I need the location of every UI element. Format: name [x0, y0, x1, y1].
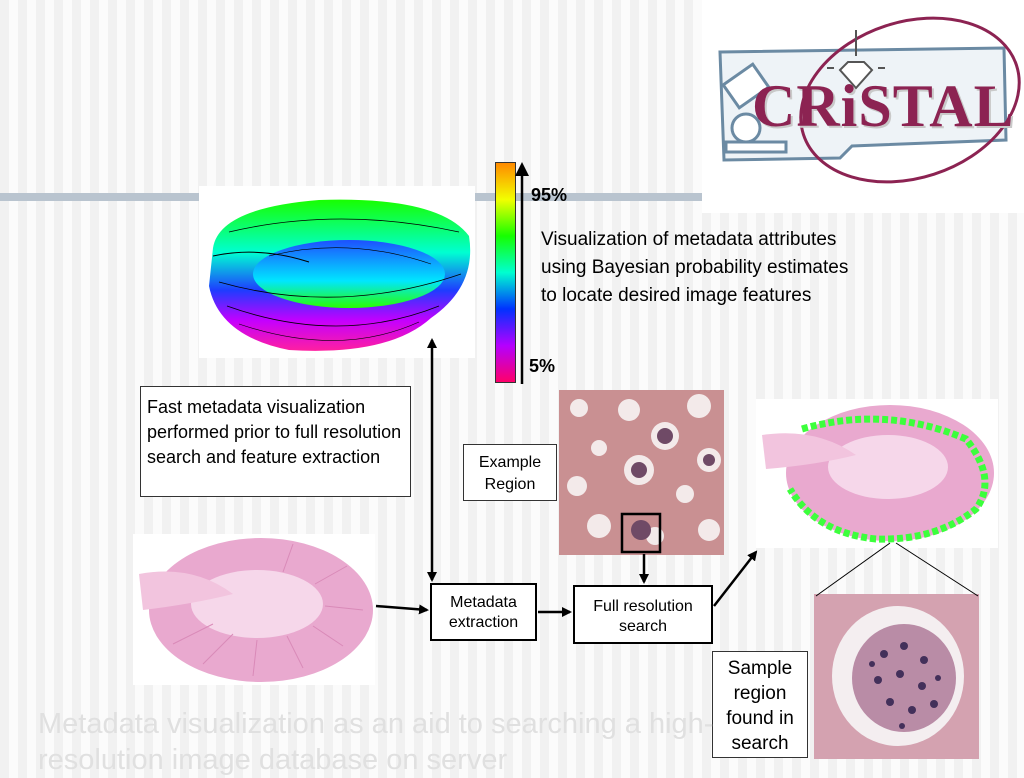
slide-footer-title: Metadata visualization as an aid to sear…: [38, 708, 714, 776]
full-resolution-search-box: Full resolution search: [573, 585, 713, 644]
colorbar-bottom-label: 5%: [529, 356, 556, 376]
zoom-line-right: [895, 542, 979, 597]
visualization-description: Visualization of metadata attributes usi…: [541, 229, 849, 306]
example-region-label: Example Region: [463, 444, 557, 501]
logo-text: CRiSTAL: [752, 73, 1015, 139]
example-tissue-image: [559, 390, 724, 555]
kidney-search-result-image: [756, 399, 998, 548]
cristal-logo: CRiSTAL: [702, 0, 1024, 213]
kidney-section-image: [133, 534, 375, 685]
logo-graphic: [718, 16, 1021, 184]
arrow-search-to-result: [713, 550, 758, 607]
zoom-line-left: [815, 542, 891, 597]
vertical-up-arrow: [515, 162, 529, 384]
sample-region-label: Sample region found in search: [712, 651, 808, 758]
probability-surface-image: [199, 186, 475, 358]
colorbar-top-label: 95%: [531, 185, 568, 205]
arrow-kidney-to-metadata: [375, 604, 429, 615]
metadata-extraction-box: Metadata extraction: [430, 583, 537, 641]
sample-region-zoom-image: [814, 594, 979, 759]
fast-visualization-note: Fast metadata visualization performed pr…: [140, 386, 411, 497]
probability-colorbar: [495, 162, 516, 383]
